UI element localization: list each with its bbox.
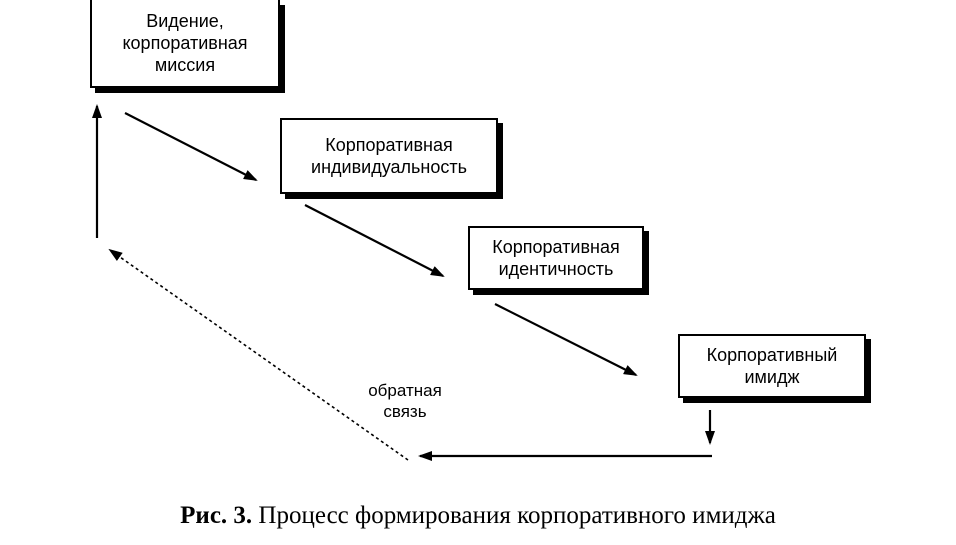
- box-identity-line-1: Корпоративная: [492, 237, 620, 257]
- box-individuality-line-1: Корпоративная: [325, 135, 453, 155]
- feedback-label: обратная связь: [330, 380, 480, 422]
- figure-caption-text: Процесс формирования корпоративного имид…: [258, 502, 776, 529]
- box-individuality-line-2: индивидуальность: [311, 157, 467, 177]
- box-identity-line-2: идентичность: [498, 259, 614, 279]
- arrow-feedback-dashed: [108, 248, 409, 461]
- box-corporate-identity: Корпоративная идентичность: [468, 226, 644, 290]
- box-vision-line-3: миссия: [154, 55, 216, 75]
- box-image-line-2: имидж: [744, 367, 800, 387]
- arrow-identity-to-image: [494, 303, 638, 376]
- box-image-line-1: Корпоративный: [706, 345, 838, 365]
- feedback-label-line-2: связь: [383, 402, 427, 421]
- arrow-vision-to-individuality: [124, 112, 258, 181]
- feedback-label-line-1: обратная: [368, 381, 442, 400]
- box-vision-line-1: Видение,: [146, 11, 224, 31]
- box-corporate-image: Корпоративный имидж: [678, 334, 866, 398]
- box-vision-line-2: корпоративная: [122, 33, 248, 53]
- box-vision-mission: Видение, корпоративная миссия: [90, 0, 280, 88]
- box-corporate-individuality: Корпоративная индивидуальность: [280, 118, 498, 194]
- figure-caption: Рис. 3. Процесс формирования корпоративн…: [0, 502, 956, 530]
- arrow-individuality-to-identity: [304, 204, 445, 277]
- figure-caption-label: Рис. 3.: [180, 502, 253, 529]
